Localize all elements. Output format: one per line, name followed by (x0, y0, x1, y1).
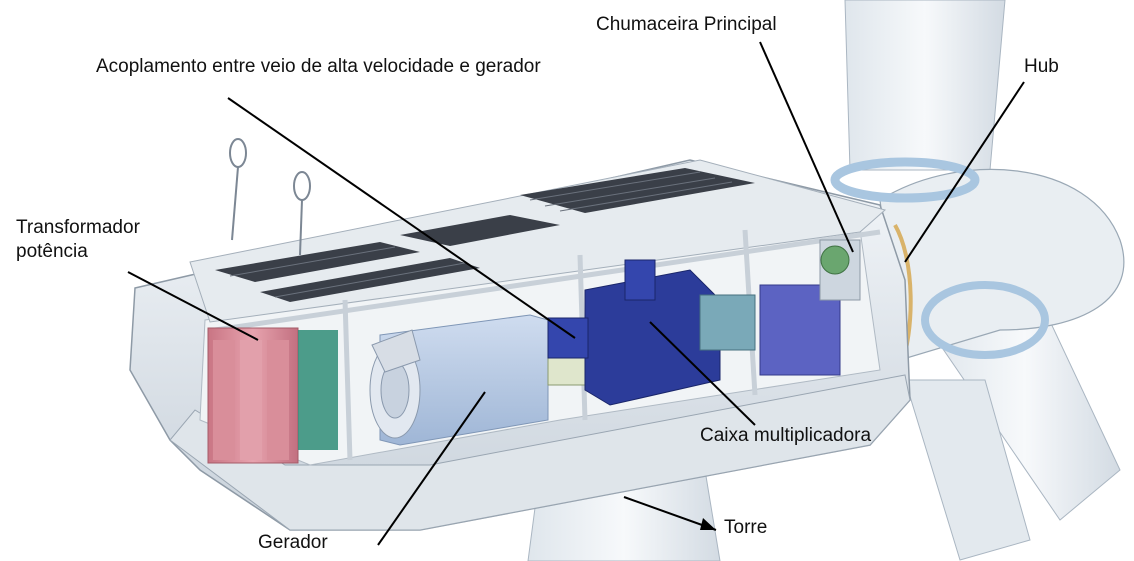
label-hub: Hub (1024, 56, 1059, 77)
label-transformer: Transformador potência (16, 216, 140, 264)
main-bearing-ring (830, 157, 980, 203)
label-tower: Torre (724, 517, 768, 538)
leader-generator (377, 391, 486, 546)
leader-main-bearing (759, 41, 854, 253)
label-coupling: Acoplamento entre veio de alta velocidad… (96, 56, 541, 77)
label-generator: Gerador (258, 532, 328, 553)
leader-hub (904, 81, 1025, 263)
label-main-bearing: Chumaceira Principal (596, 14, 777, 35)
leader-lines (127, 41, 1025, 546)
label-gearbox: Caixa multiplicadora (700, 425, 872, 446)
leader-transformer (127, 271, 259, 341)
leader-gearbox (649, 321, 756, 426)
leader-coupling (227, 97, 576, 339)
generator-unit (369, 314, 549, 446)
label-transformer-line1: Transformador (16, 217, 140, 238)
rear-blade (904, 379, 1031, 561)
gearbox-unit (547, 259, 756, 406)
upper-blade (844, 0, 1006, 171)
hub-ring-lower (921, 281, 1049, 359)
leader-tower (623, 496, 717, 531)
transformer-unit (207, 327, 338, 464)
main-shaft-unit (759, 239, 861, 376)
label-transformer-line2: potência (16, 241, 88, 262)
crane-hooks (229, 138, 311, 256)
roof-panel-lines (229, 171, 733, 298)
tower-arrowhead (700, 518, 716, 530)
